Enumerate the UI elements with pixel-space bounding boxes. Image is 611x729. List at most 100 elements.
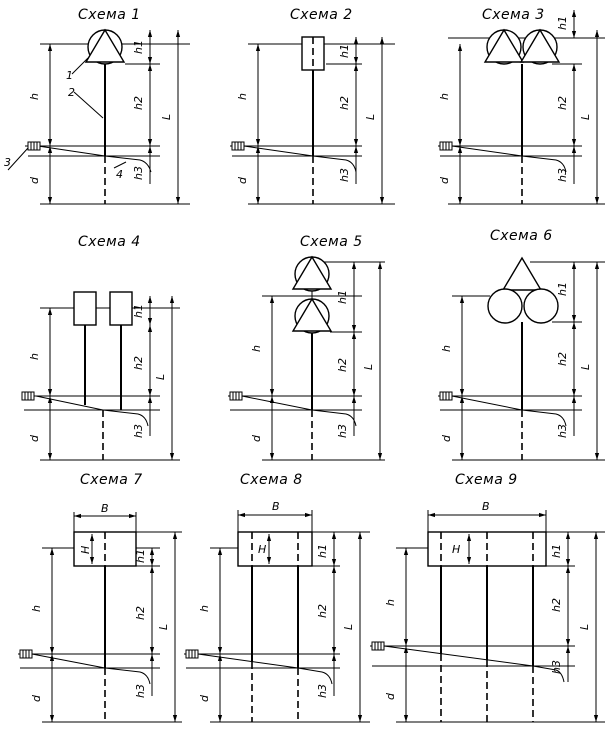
label-h: h [28,353,41,360]
scheme-9-title: Схема 9 [455,472,518,488]
slope-line [197,653,299,669]
label-h1: h1 [132,304,145,318]
ditch-slope [102,409,149,427]
label-h: h [250,345,263,352]
label-h2: h2 [132,96,145,110]
scheme-8-title: Схема 8 [240,472,303,488]
label-h3: h3 [134,684,147,698]
label-d: d [30,694,43,702]
label-h1: h1 [556,282,569,296]
label-L: L [160,114,173,120]
label-h2: h2 [556,352,569,366]
label-d: d [440,434,453,442]
scheme-5: Схема 5 h d h1 h2 h3 L [228,234,385,461]
label-h1: h1 [550,544,563,558]
label-h2: h2 [336,358,349,372]
label-h1: h1 [336,290,349,304]
slope-line [31,653,106,669]
label-d: d [28,176,41,184]
rectangular-sign-left [73,291,97,326]
label-h: h [30,605,43,612]
label-h3: h3 [556,424,569,438]
rectangular-sign-right [109,291,133,326]
triangle-sign [501,256,543,291]
callout-4: 4 [116,168,123,181]
callout-1: 1 [66,69,73,82]
label-h: h [384,599,397,606]
label-h1: h1 [316,544,329,558]
label-L: L [364,114,377,120]
slope-line [383,645,534,667]
label-d: d [384,692,397,700]
label-d: d [236,176,249,184]
label-h: h [438,93,451,100]
scheme-2-title: Схема 2 [290,7,353,23]
label-h3: h3 [132,166,145,180]
triangle-sign [84,28,126,63]
label-d: d [28,434,41,442]
label-h: h [198,605,211,612]
ditch-slope [521,155,567,173]
leader-1 [71,57,89,75]
callout-3: 3 [4,156,11,169]
ditch-slope [532,665,565,683]
slope-line [451,145,523,157]
slope-line [37,145,106,157]
ditch-slope [297,667,333,685]
label-L: L [157,624,170,630]
scheme-4-title: Схема 4 [78,234,141,250]
label-h2: h2 [132,356,145,370]
label-h: h [28,93,41,100]
label-h2: h2 [556,96,569,110]
ditch-slope [311,409,357,427]
label-h2: h2 [550,598,563,612]
label-h2: h2 [316,604,329,618]
label-h1: h1 [132,40,145,54]
triangle-sign-top [291,255,333,290]
round-sign-left [487,288,523,324]
label-L: L [154,374,167,380]
label-B: B [272,500,280,513]
label-h1: h1 [556,16,569,30]
label-L: L [362,364,375,370]
label-h2: h2 [338,96,351,110]
scheme-5-title: Схема 5 [300,234,363,250]
callout-2: 2 [68,86,75,99]
scheme-6-title: Схема 6 [490,228,553,244]
triangle-sign-left [483,28,525,63]
scheme-7: Схема 7 B H h d h1 h2 h3 L [18,472,182,723]
scheme-1: Схема 1 h d h1 h2 h3 L 1 2 3 4 [4,7,190,205]
leader-2 [73,91,104,119]
label-d: d [438,176,451,184]
label-d: d [198,694,211,702]
label-h3: h3 [338,168,351,182]
label-d: d [250,434,263,442]
label-h3: h3 [556,168,569,182]
scheme-3: Схема 3 h d h1 h2 h3 L [438,7,605,205]
label-B: B [482,500,490,513]
ditch-slope [521,409,567,427]
ditch-slope [104,667,151,685]
label-L: L [578,624,591,630]
scheme-6: Схема 6 h d h1 h2 h3 L [438,228,605,461]
label-L: L [342,624,355,630]
label-h3: h3 [336,424,349,438]
leader-3 [7,147,29,171]
label-h: h [440,345,453,352]
triangle-sign-bottom [291,297,333,332]
label-h3: h3 [132,424,145,438]
scheme-1-title: Схема 1 [78,7,141,23]
slope-line [241,395,313,411]
label-h1: h1 [134,549,147,563]
label-B: B [101,502,109,515]
label-H: H [79,546,92,554]
label-h1: h1 [338,44,351,58]
scheme-7-title: Схема 7 [80,472,143,488]
label-h: h [236,93,249,100]
scheme-2: Схема 2 h d h1 h2 h3 L [230,7,395,205]
label-L: L [579,114,592,120]
scheme-8: Схема 8 B H h d h1 h2 h3 L [184,472,370,723]
scheme-4: Схема 4 h d h1 h2 h3 L [21,234,180,461]
label-H: H [452,543,460,556]
